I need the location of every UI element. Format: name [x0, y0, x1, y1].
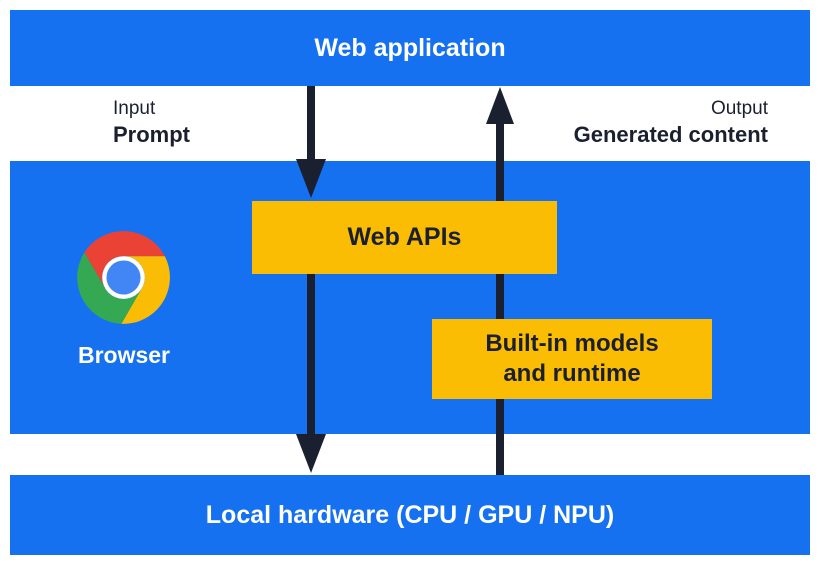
up-arrow-shaft — [496, 122, 504, 475]
web-apis-box: Web APIs — [252, 201, 557, 274]
output-value-label: Generated content — [573, 122, 768, 147]
chrome-icon — [77, 231, 170, 324]
down-arrow-shaft-upper — [307, 86, 315, 162]
built-in-models-label-line1: Built-in models — [485, 330, 659, 357]
up-arrowhead — [486, 87, 514, 124]
web-apis-label: Web APIs — [347, 223, 462, 251]
built-in-models-label-line2: and runtime — [503, 360, 641, 387]
local-hardware-label: Local hardware (CPU / GPU / NPU) — [205, 500, 615, 529]
web-application-layer: Web application — [10, 10, 810, 86]
input-kind-label: Input — [113, 98, 156, 119]
down-arrowhead-upper — [296, 159, 326, 198]
browser-label: Browser — [77, 342, 171, 368]
down-arrowhead-lower — [296, 434, 326, 473]
built-in-models-box: Built-in models and runtime — [432, 319, 712, 399]
output-kind-label: Output — [710, 98, 768, 119]
web-application-label: Web application — [314, 33, 506, 62]
input-label-group: Input Prompt — [113, 97, 190, 148]
input-value-label: Prompt — [113, 122, 190, 147]
local-hardware-layer: Local hardware (CPU / GPU / NPU) — [10, 475, 810, 555]
down-arrow-shaft-lower — [307, 270, 315, 438]
output-label-group: Output Generated content — [574, 97, 768, 148]
